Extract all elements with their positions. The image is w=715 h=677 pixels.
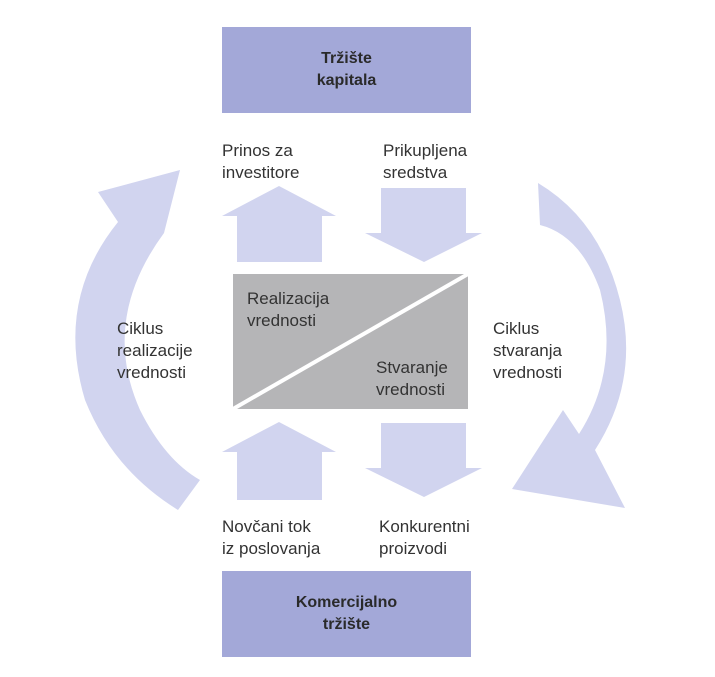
arrow-down-icon [365, 188, 482, 262]
value-creation-label: Stvaranje vrednosti [376, 358, 448, 399]
investor-return-label: Prinos za investitore [222, 141, 300, 182]
arrow-up-icon [222, 186, 336, 262]
arrow-down-icon [365, 423, 482, 497]
raised-funds-label: Prikupljena sredstva [383, 141, 468, 182]
operating-cashflow-label: Novčani tok iz poslovanja [222, 517, 321, 558]
arrow-up-icon [222, 422, 336, 500]
curved-arrow-icon [512, 183, 627, 508]
capital-market-box [222, 27, 471, 113]
commercial-market-box [222, 571, 471, 657]
center-divider [232, 272, 469, 411]
capital-market-label: Tržište kapitala [316, 50, 377, 89]
competitive-products-label: Konkurentni proizvodi [379, 517, 470, 558]
value-realization-label: Realizacija vrednosti [247, 289, 330, 330]
value-realization-cycle-label: Ciklus realizacije vrednosti [117, 319, 193, 382]
curved-arrow-icon [75, 170, 200, 510]
value-creation-cycle-label: Ciklus stvaranja vrednosti [493, 319, 562, 382]
commercial-market-label: Komercijalno tržište [295, 594, 398, 633]
